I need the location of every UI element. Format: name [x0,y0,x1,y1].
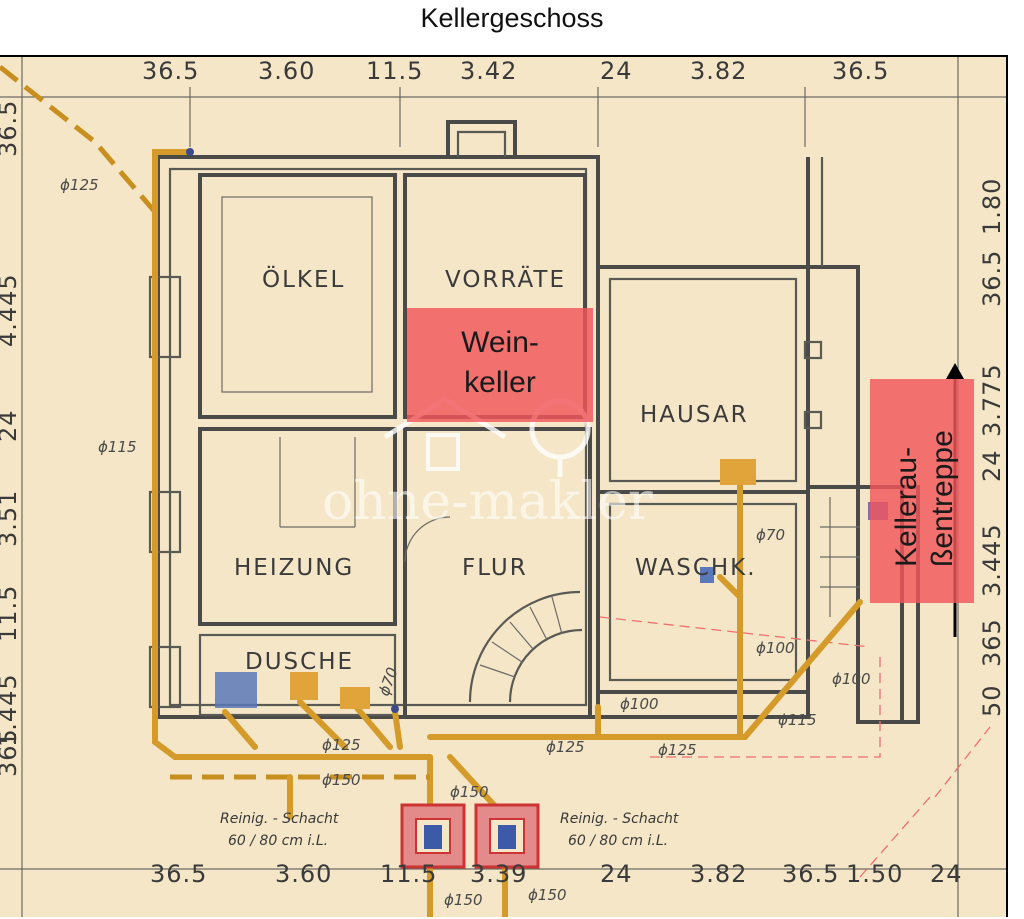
dim-bottom-6: 3.82 [690,860,747,888]
dim-bottom-5: 24 [600,860,633,888]
room-label-hausar: HAUSAR [640,402,749,428]
floor-drain-orange-2 [340,687,370,709]
room-label-waschk: WASCHK. [635,555,757,581]
dimensions-left: 36.5 4.445 24 3.51 11.5 1.445 365 [0,100,22,777]
shaft-note-left-2: 60 / 80 cm i.L. [228,833,328,849]
dim-bottom-3: 11.5 [380,860,437,888]
pipe-label-125-c: ϕ125 [658,741,697,759]
dim-left-4: 3.51 [0,490,22,547]
pipe-label-115-left: ϕ115 [98,438,137,456]
pipe-label-100-right: ϕ100 [832,670,871,688]
floor-drain-blue [215,672,257,708]
dim-left-5: 11.5 [0,585,22,642]
watermark-text: ohne-makler [322,472,653,532]
floor-drain-waschk [700,567,714,583]
pipe-label-100-wasch: ϕ100 [756,639,795,657]
pipe-label-150-b: ϕ150 [450,783,489,801]
room-label-flur: FLUR [462,555,528,581]
dim-right-3: 3.775 [978,363,1006,437]
dim-right-6: 365 [978,618,1006,667]
dim-bottom-2: 3.60 [275,860,332,888]
pipe-annotations: ϕ125 ϕ115 ϕ70 ϕ100 ϕ100 ϕ100 ϕ70 ϕ125 ϕ1… [60,176,871,909]
dim-left-6: 1.445 [0,673,22,747]
pipe-label-70-dusche: ϕ70 [375,665,402,698]
weinkeller-highlight: Wein- keller [407,308,593,422]
aussentreppe-label-1: Kellerau- [890,447,923,567]
dim-bottom-1: 36.5 [150,860,207,888]
pipe-label-70-wasch: ϕ70 [756,526,785,544]
floor-plan: 36.5 3.60 11.5 3.42 24 3.82 36.5 36.5 3.… [0,55,1008,917]
dimensions-right: 1.80 36.5 3.775 24 3.445 365 50 [978,178,1006,717]
dim-left-1: 36.5 [0,100,22,157]
dim-top-5: 24 [600,57,633,85]
dimensions-top: 36.5 3.60 11.5 3.42 24 3.82 36.5 [142,57,889,85]
dim-top-4: 3.42 [460,57,517,85]
room-label-heizung: HEIZUNG [234,555,354,581]
pipe-label-115-right: ϕ115 [778,711,817,729]
dim-right-4: 24 [978,449,1006,482]
shaft-notes: Reinig. - Schacht 60 / 80 cm i.L. Reinig… [220,811,679,849]
room-label-vorraete: VORRÄTE [445,265,566,293]
weinkeller-label-1: Wein- [461,326,539,359]
dim-left-3: 24 [0,409,22,442]
dim-top-6: 3.82 [690,57,747,85]
dim-right-1: 1.80 [978,178,1006,235]
pipe-label-125-a: ϕ125 [322,736,361,754]
dim-top-7: 36.5 [832,57,889,85]
dim-right-2: 36.5 [978,250,1006,307]
room-label-oelkel: ÖLKEL [262,265,345,293]
shaft-note-right-1: Reinig. - Schacht [560,811,679,827]
dim-left-2: 4.445 [0,273,22,347]
dim-top-3: 11.5 [366,57,423,85]
pipe-label-150-a: ϕ150 [322,771,361,789]
pipe-label-150-d: ϕ150 [528,886,567,904]
drainage-pipes [0,65,863,917]
room-labels: ÖLKEL VORRÄTE HAUSAR HEIZUNG FLUR WASCHK… [234,265,757,675]
room-label-dusche: DUSCHE [245,649,354,675]
plan-title: Kellergeschoss [420,3,604,33]
pipe-label-125-b: ϕ125 [546,738,585,756]
aussentreppe-label-2: ßentreppe [926,430,959,567]
staircase [468,590,583,703]
walls [148,120,920,724]
watermark: ohne-makler [322,396,653,532]
dim-bottom-8: 1.50 [846,860,903,888]
dim-top-1: 36.5 [142,57,199,85]
dim-right-7: 50 [978,684,1006,717]
pipe-label-150-c: ϕ150 [444,891,483,909]
dim-bottom-4: 3.39 [470,860,527,888]
aussentreppe-highlight: Kellerau- ßentreppe [870,379,974,603]
floor-drain-hausar [720,459,756,485]
floor-plan-drawing: 36.5 3.60 11.5 3.42 24 3.82 36.5 36.5 3.… [0,57,1006,917]
pipe-label-100-flur: ϕ100 [620,695,659,713]
dim-bottom-7: 36.5 [782,860,839,888]
dim-right-5: 3.445 [978,523,1006,597]
dim-bottom-9: 24 [930,860,963,888]
weinkeller-label-2: keller [464,366,536,399]
pipe-label-125-top: ϕ125 [60,176,99,194]
inspection-shafts [400,803,540,869]
fixtures [186,148,888,713]
floor-drain-orange-1 [290,672,318,700]
shaft-note-right-2: 60 / 80 cm i.L. [568,833,668,849]
construction-lines [0,57,1006,917]
shaft-note-left-1: Reinig. - Schacht [220,811,339,827]
dim-left-7: 365 [0,728,22,777]
dim-top-2: 3.60 [258,57,315,85]
dimensions-bottom: 36.5 3.60 11.5 3.39 24 3.82 36.5 1.50 24 [150,860,963,888]
